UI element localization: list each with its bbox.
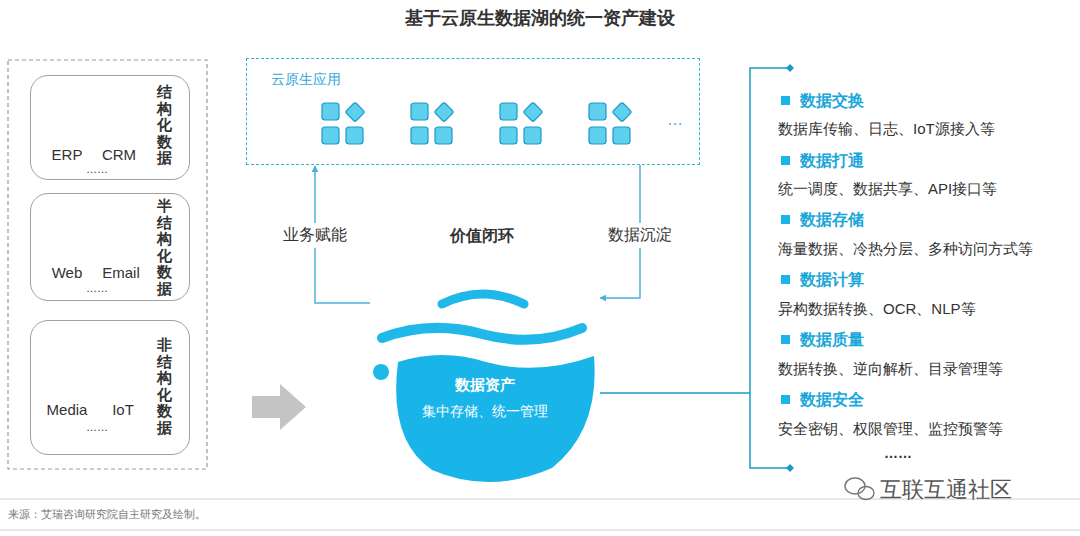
feature-text: 统一调度、数据共享、API接口等	[778, 180, 997, 199]
source-group-outline	[8, 60, 207, 469]
feature-text: 安全密钥、权限管理、监控预警等	[778, 420, 1003, 439]
source-box: Web Email…… 半结构化数据	[30, 193, 190, 301]
feature-heading: 数据计算	[800, 270, 864, 291]
feature-text: 海量数据、冷热分层、多种访问方式等	[778, 240, 1033, 259]
app-icon	[500, 102, 543, 144]
node-text: 云原生应用	[271, 71, 341, 89]
node-text: 数据资产	[455, 376, 515, 395]
separator	[0, 530, 1080, 531]
feature-heading: 数据交换	[800, 91, 864, 112]
node-text: ERP	[52, 146, 83, 163]
ellipsis: ……	[884, 445, 912, 461]
source-box: ERP CRM…… 结构化数据	[30, 75, 190, 180]
node-text: ……	[86, 421, 108, 433]
title: 基于云原生数据湖的统一资产建设	[405, 6, 675, 30]
leader-line	[600, 392, 750, 393]
node-text: 集中存储、统一管理	[422, 403, 548, 421]
source-box: Media IoT …… 非结构化数据	[30, 320, 190, 455]
feature-heading: 数据打通	[800, 151, 864, 172]
node-text: …	[667, 111, 683, 129]
watermark: 互联互通社区	[880, 475, 1012, 505]
feature-heading: 数据存储	[800, 210, 864, 231]
category-label: 结构化数据	[157, 84, 172, 167]
feature-text: 异构数据转换、OCR、NLP等	[778, 300, 976, 319]
bracket-end	[786, 464, 794, 472]
app-icon	[589, 102, 632, 144]
data-asset-blob: 数据资产集中存储、统一管理	[370, 280, 600, 485]
category-label: 非结构化数据	[157, 337, 172, 436]
bracket-end	[786, 64, 794, 72]
app-icon	[322, 102, 365, 144]
edge-label: 业务赋能	[281, 223, 349, 248]
app-icon	[411, 102, 454, 144]
node-text: Email	[102, 264, 140, 281]
category-label: 半结构化数据	[157, 198, 172, 297]
node-text: Media	[47, 401, 88, 418]
node-text: CRM	[102, 146, 136, 163]
flow-arrow	[252, 384, 306, 430]
loop-label: 价值闭环	[450, 226, 514, 247]
feature-heading: 数据安全	[800, 390, 864, 411]
node-text: ……	[86, 163, 108, 175]
feature-heading: 数据质量	[800, 330, 864, 351]
edge-label: 数据沉淀	[606, 223, 674, 248]
node-text: IoT	[112, 401, 134, 418]
wechat-icon	[845, 478, 874, 500]
feature-text: 数据库传输、日志、IoT源接入等	[778, 120, 995, 139]
node-text: ……	[86, 282, 108, 294]
node-text: Web	[52, 264, 83, 281]
feature-text: 数据转换、逆向解析、目录管理等	[778, 360, 1003, 379]
app-group-box: 云原生应用 …	[246, 58, 700, 165]
caption: 来源：艾瑞咨询研究院自主研究及绘制。	[8, 507, 206, 522]
